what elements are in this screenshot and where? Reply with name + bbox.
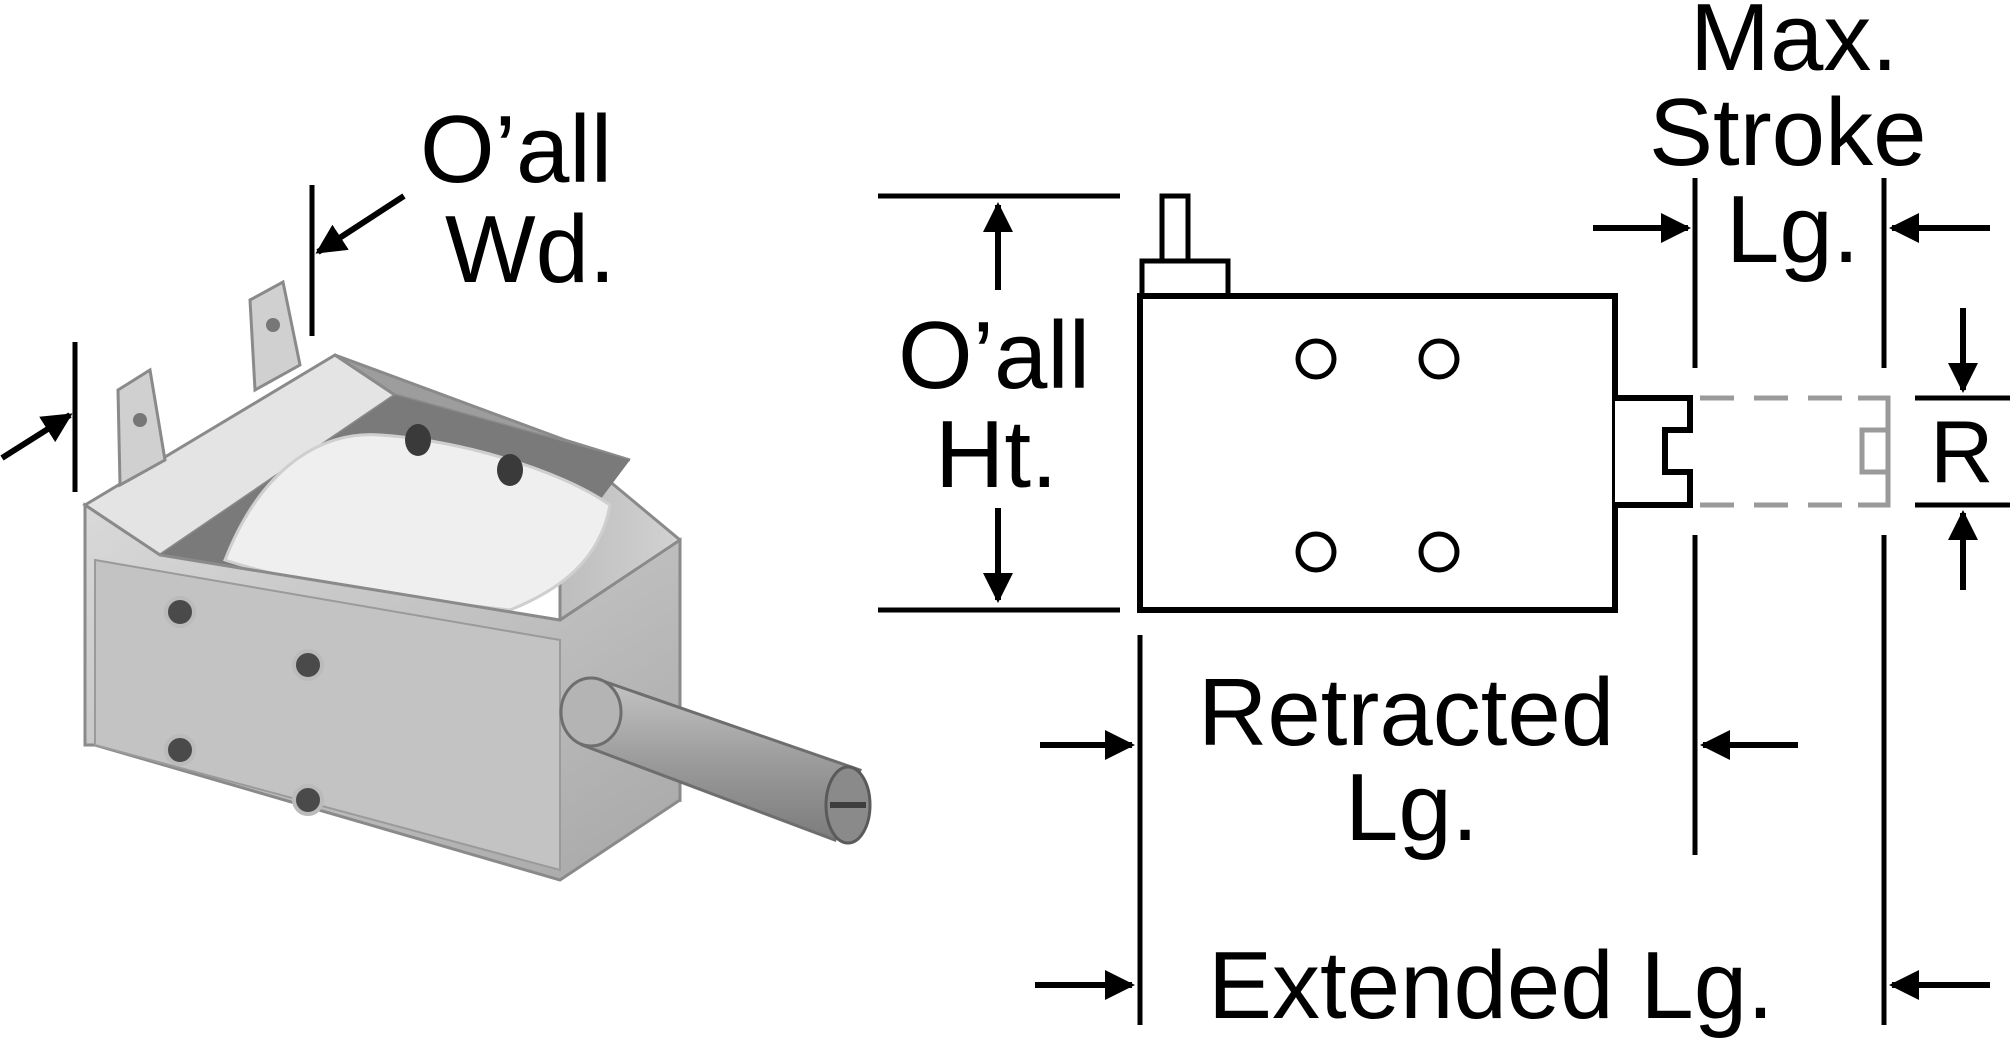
retracted-label-line1: Retracted xyxy=(1198,659,1614,766)
terminal-left-hole xyxy=(133,413,147,427)
frame-front-panel xyxy=(94,558,561,872)
back-hole-2 xyxy=(497,454,523,486)
plunger xyxy=(559,676,872,845)
max-stroke-label-line1: Max. xyxy=(1690,0,1898,91)
oall-wd-label-line2: Wd. xyxy=(445,196,616,303)
extended-length-dimension: Extended Lg. xyxy=(1035,535,1990,1039)
retracted-label-line2: Lg. xyxy=(1345,754,1478,861)
side-view-drawing xyxy=(1137,193,1891,613)
ghost-end xyxy=(1858,395,1891,508)
terminal-block xyxy=(1139,258,1231,299)
oall-ht-label-line2: Ht. xyxy=(935,401,1058,508)
terminal-post xyxy=(1159,193,1191,264)
front-hole-3 xyxy=(164,734,196,766)
oall-height-dimension: O’all Ht. xyxy=(878,193,1120,613)
oall-wd-label-line1: O’all xyxy=(420,96,612,203)
terminal-right xyxy=(248,279,302,393)
plunger-extended-ghost xyxy=(1700,395,1891,508)
body-hole-4 xyxy=(1418,531,1460,573)
plunger-base xyxy=(559,676,623,748)
front-hole-2 xyxy=(292,649,324,681)
body-hole-3 xyxy=(1295,531,1337,573)
back-hole-1 xyxy=(405,424,431,456)
front-hole-1 xyxy=(164,596,196,628)
width-arrow-right xyxy=(315,193,406,255)
body-hole-1 xyxy=(1295,338,1337,380)
extended-label: Extended Lg. xyxy=(1208,932,1774,1039)
retracted-length-dimension: Retracted Lg. xyxy=(1040,535,1798,1025)
plunger-retracted xyxy=(1615,395,1693,508)
oall-ht-label-line1: O’all xyxy=(898,302,1090,409)
body-hole-2 xyxy=(1418,338,1460,380)
terminal-right-hole xyxy=(266,318,280,332)
radius-label: R xyxy=(1930,402,1994,501)
solenoid-body xyxy=(1137,293,1618,613)
max-stroke-label-line2: Stroke xyxy=(1649,79,1926,186)
width-arrow-left xyxy=(0,412,73,461)
max-stroke-dimension: Max. Stroke Lg. xyxy=(1593,0,1990,368)
oall-width-dimension: O’all Wd. xyxy=(0,96,616,492)
max-stroke-label-line3: Lg. xyxy=(1726,176,1859,283)
solenoid-illustration xyxy=(82,279,872,882)
radius-dimension: R xyxy=(1915,308,2010,590)
front-hole-4 xyxy=(292,784,324,816)
terminal-left xyxy=(116,367,167,488)
